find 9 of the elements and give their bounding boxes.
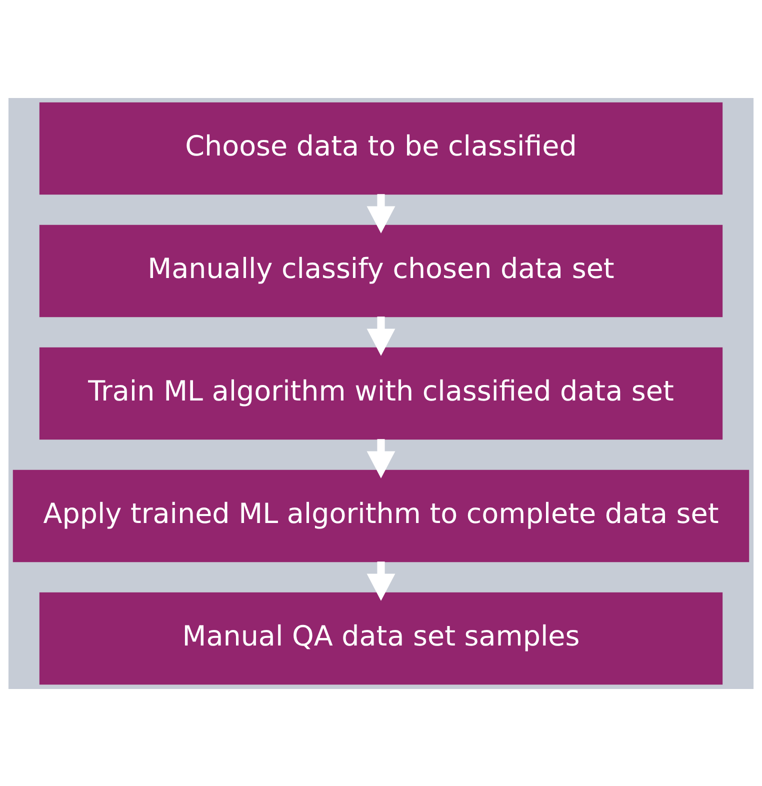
arrow [366,194,396,233]
arrow [366,561,396,600]
node-box: Choose data to be classified [39,102,723,194]
node-box: Train ML algorithm with classified data set [39,346,723,440]
node-box: Manual QA data set samples [39,592,723,684]
arrow [366,438,396,478]
arrow [366,316,396,356]
node-box: Apply trained ML algorithm to complete data set [12,469,750,562]
node-box: Manually classify chosen data set [39,224,723,317]
